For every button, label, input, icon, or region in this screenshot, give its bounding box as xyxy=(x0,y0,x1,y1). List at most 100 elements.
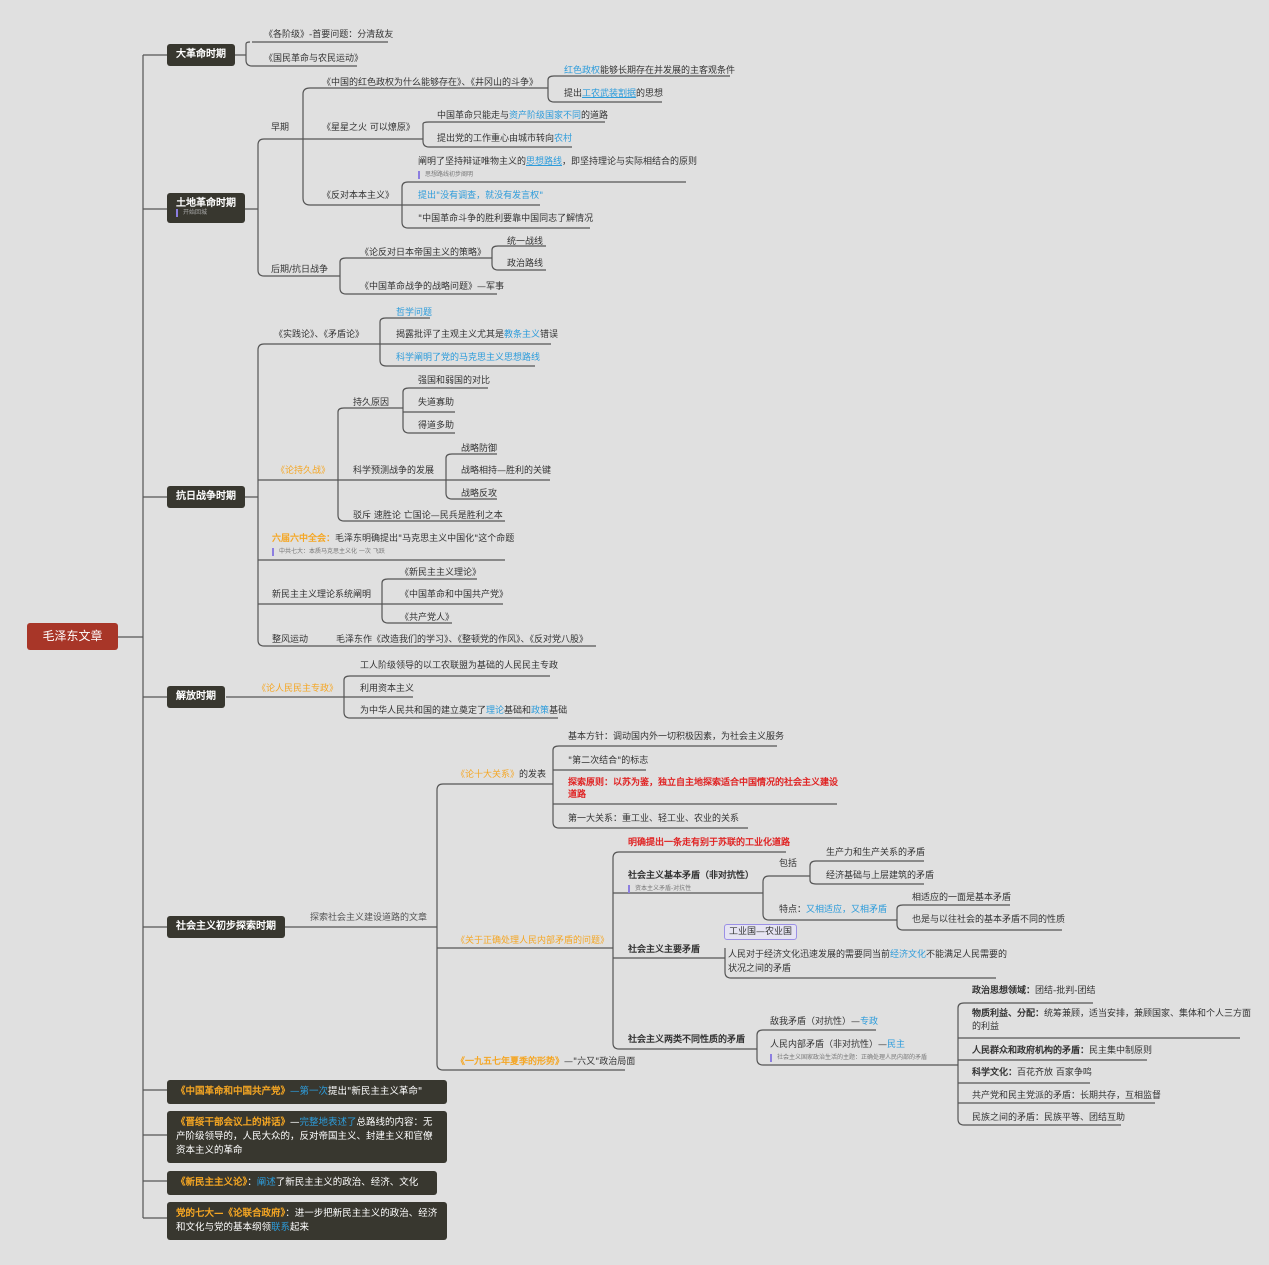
key: 政治思想领域： xyxy=(972,986,1036,996)
text: 不能满足人民需要的 xyxy=(926,950,1008,960)
text: ：进一步把新民主主义的政治、经济和文化与党的基本纲领 xyxy=(176,1208,438,1233)
summary-box[interactable]: 《新民主主义论》：阐述了新民主主义的政治、经济、文化 xyxy=(167,1171,437,1195)
contradiction-item: 政治思想领域：团结-批判-团结 xyxy=(972,985,1096,997)
period-label: 土地革命时期 xyxy=(176,198,236,209)
value: 百花齐放 百家争鸣 xyxy=(1017,1068,1092,1078)
period-socialist-exploration[interactable]: 社会主义初步探索时期 xyxy=(167,916,285,938)
point: 也是与以往社会的基本矛盾不同的性质 xyxy=(912,915,1066,925)
highlight: 民主 xyxy=(887,1040,906,1050)
point: "中国革命斗争的胜利要靠中国同志了解情况 xyxy=(418,214,594,224)
root-node[interactable]: 毛泽东文章 xyxy=(27,623,118,650)
text: ，即坚持理论与实际相结合的原则 xyxy=(562,157,698,167)
contradiction-item: 科学文化：百花齐放 百家争鸣 xyxy=(972,1067,1092,1079)
link[interactable]: 工农武装割据 xyxy=(582,89,637,99)
highlight: 红色政权 xyxy=(564,66,601,76)
article: 《实践论》、《矛盾论》 xyxy=(274,330,365,340)
point: 生产力和生产关系的矛盾 xyxy=(826,848,926,858)
text: 中国革命只能走与 xyxy=(437,111,510,121)
point: 统一战线 xyxy=(507,237,544,247)
point: 政治路线 xyxy=(507,259,544,269)
article: 《中国革命战争的战略问题》—军事 xyxy=(360,282,505,292)
highlight: 又相适应，又相矛盾 xyxy=(806,905,888,915)
point: 利用资本主义 xyxy=(360,684,415,694)
period-anti-japanese[interactable]: 抗日战争时期 xyxy=(167,486,245,508)
point: 提出党的工作重心由城市转向农村 xyxy=(437,133,572,145)
text: 人民对于经济文化迅速发展的需要同当前 xyxy=(728,950,891,960)
text: 毛泽东明确提出"马克思主义中国化"这个命题 xyxy=(335,534,515,544)
highlight: 阐述 xyxy=(256,1177,276,1188)
contradiction-item: 民族之间的矛盾：民族平等、团结互助 xyxy=(972,1112,1125,1124)
value: 长期共存，互相监督 xyxy=(1080,1091,1162,1101)
point-emphasis: 探索原则：以苏为鉴，独立自主地探索适合中国情况的社会主义建设道路 xyxy=(568,778,839,800)
point-note: 社会主义国家政治生活的主题：正确处理人民内部的矛盾 xyxy=(770,1054,927,1062)
highlight: 资产阶级国家不同 xyxy=(509,111,582,121)
text: 为中华人民共和国的建立奠定了 xyxy=(360,706,487,716)
text: 的发表 xyxy=(519,770,547,780)
point: 包括 xyxy=(779,859,798,869)
key: 共产党和民主党派的矛盾： xyxy=(972,1091,1081,1101)
summary-box[interactable]: 《晋绥干部会议上的讲话》—完整地表述了总路线的内容：无产阶级领导的，人民大众的，… xyxy=(167,1111,447,1163)
period-land-revolution[interactable]: 土地革命时期 开始回城 xyxy=(167,193,245,223)
highlight: 联系 xyxy=(271,1222,291,1233)
tag-label: 工业国—农业国 xyxy=(724,924,798,940)
title: 《中国革命和中国共产党》 xyxy=(176,1086,291,1097)
highlight: 《论十大关系》 xyxy=(456,770,520,780)
key: 科学文化： xyxy=(972,1068,1018,1078)
text: 错误 xyxy=(540,330,559,340)
highlight: 六届六中全会： xyxy=(272,534,336,544)
contradiction-item-cont: 的利益 xyxy=(972,1022,1000,1032)
sub-topic: 持久原因 xyxy=(353,398,390,408)
point: 失道寡助 xyxy=(418,398,455,408)
sub-topic: 社会主义基本矛盾（非对抗性） xyxy=(628,871,755,881)
point: "第二次结合"的标志 xyxy=(568,756,649,766)
text: 揭露批评了主观主义尤其是 xyxy=(396,330,505,340)
period-liberation[interactable]: 解放时期 xyxy=(167,686,225,708)
summary-box[interactable]: 党的七大—《论联合政府》：进一步把新民主主义的政治、经济和文化与党的基本纲领联系… xyxy=(167,1202,447,1240)
point: 强国和弱国的对比 xyxy=(418,376,491,386)
text: 提出 xyxy=(564,89,583,99)
value: 民族平等、团结互助 xyxy=(1044,1113,1126,1123)
text: ： xyxy=(247,1177,257,1188)
key: 物质利益、分配： xyxy=(972,1009,1045,1019)
period-great-revolution[interactable]: 大革命时期 xyxy=(167,44,235,66)
text: 提出党的工作重心由城市转向 xyxy=(437,134,555,144)
point: 经济基础与上层建筑的矛盾 xyxy=(826,871,935,881)
point: 中国革命只能走与资产阶级国家不同的道路 xyxy=(437,110,608,122)
link[interactable]: 思想路线 xyxy=(526,157,563,167)
text: 的思想 xyxy=(636,89,664,99)
highlight: 经济文化 xyxy=(890,950,927,960)
text: 的道路 xyxy=(581,111,609,121)
article-highlight: 《论人民民主专政》 xyxy=(257,684,339,694)
highlight: 农村 xyxy=(554,134,573,144)
article-highlight: 《论持久战》 xyxy=(276,466,331,476)
summary-box[interactable]: 《中国革命和中国共产党》—第一次提出"新民主主义革命" xyxy=(167,1080,447,1104)
contradiction-item: 共产党和民主党派的矛盾：长期共存，互相监督 xyxy=(972,1090,1161,1102)
sub-topic: 新民主主义理论系统阐明 xyxy=(272,590,372,600)
title: 《新民主主义论》 xyxy=(176,1177,248,1188)
title: 党的七大—《论联合政府》 xyxy=(176,1208,286,1219)
text: 敌我矛盾（对抗性）— xyxy=(770,1017,861,1027)
point: 哲学问题 xyxy=(396,308,433,318)
p1-item: 《各阶级》-首要问题：分清敌友 xyxy=(264,30,394,40)
text: 能够长期存在并发展的主客观条件 xyxy=(600,66,736,76)
text: 基础 xyxy=(549,706,568,716)
point: 敌我矛盾（对抗性）—专政 xyxy=(770,1016,878,1028)
point: 提出工农武装割据的思想 xyxy=(564,88,663,100)
point-note: 思想路线初步阐明 xyxy=(418,171,473,179)
article: 《星星之火 可以燎原》 xyxy=(322,123,415,133)
text: 人民内部矛盾（非对抗性）— xyxy=(770,1040,888,1050)
period-note: 开始回城 xyxy=(176,209,236,217)
text: 了新民主主义的政治、经济、文化 xyxy=(275,1177,419,1188)
point: 揭露批评了主观主义尤其是教条主义错误 xyxy=(396,329,558,341)
point: 人民对于经济文化迅速发展的需要同当前经济文化不能满足人民需要的 xyxy=(728,949,1007,961)
key: 民族之间的矛盾： xyxy=(972,1113,1045,1123)
sub-topic: 整风运动 xyxy=(272,635,309,645)
value: 民主集中制原则 xyxy=(1089,1046,1153,1056)
article: 《一九五七年夏季的形势》—"六又"政治局面 xyxy=(456,1056,635,1068)
point: 《新民主主义理论》 xyxy=(400,568,482,578)
point: 基本方针：调动国内外一切积极因素，为社会主义服务 xyxy=(568,732,785,742)
text: 阐明了坚持辩证唯物主义的 xyxy=(418,157,527,167)
value: 统筹兼顾，适当安排，兼顾国家、集体和个人三方面 xyxy=(1044,1009,1252,1019)
value: 团结-批判-团结 xyxy=(1035,986,1096,996)
sub-topic: 社会主义两类不同性质的矛盾 xyxy=(628,1035,746,1045)
